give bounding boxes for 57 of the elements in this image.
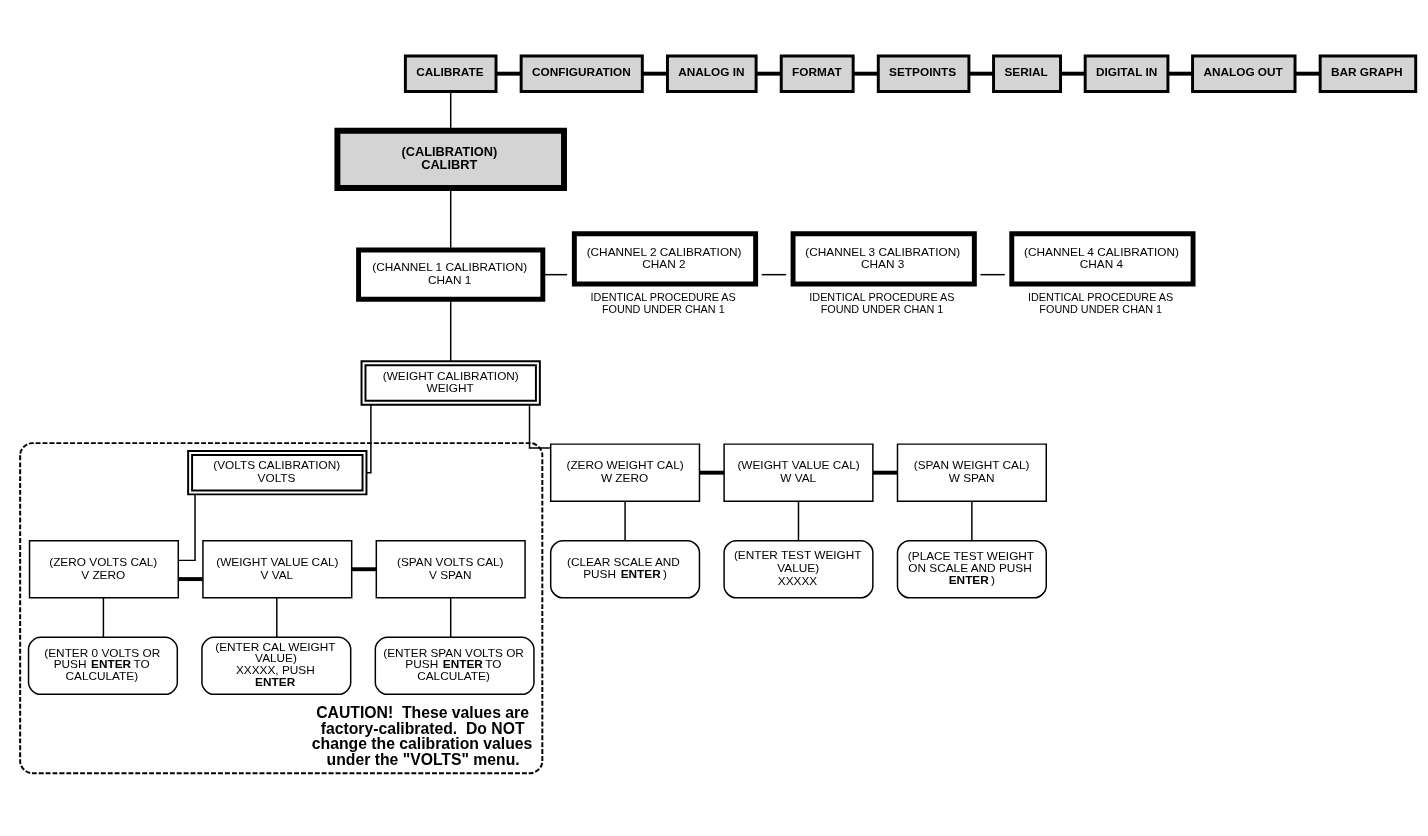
node-box: (WEIGHT VALUE CAL) W VAL bbox=[723, 442, 874, 502]
node-box: (ENTER CAL WEIGHT VALUE) XXXXX, PUSH ENTER bbox=[201, 636, 352, 695]
node-box: BAR GRAPH bbox=[1318, 53, 1418, 93]
node-box: SETPOINTS bbox=[876, 53, 971, 93]
connector bbox=[542, 273, 568, 275]
node-box: ANALOG OUT bbox=[1191, 53, 1297, 93]
connector bbox=[1295, 71, 1320, 76]
node-box: (SPAN VOLTS CAL) V SPAN bbox=[375, 539, 526, 599]
node-label: IDENTICAL PROCEDURE AS FOUND UNDER CHAN 1 bbox=[590, 290, 736, 315]
connector bbox=[449, 90, 452, 131]
connector bbox=[449, 298, 452, 362]
node-box: (ENTER 0 VOLTS OR PUSH ENTER TO CALCULATE) bbox=[27, 636, 179, 695]
connector bbox=[699, 470, 724, 475]
connector bbox=[178, 576, 203, 581]
connector bbox=[853, 71, 878, 76]
connector bbox=[177, 493, 196, 561]
connector bbox=[624, 500, 626, 541]
connector bbox=[449, 596, 452, 638]
node-label: IDENTICAL PROCEDURE AS FOUND UNDER CHAN 1 bbox=[809, 290, 955, 315]
connector bbox=[528, 403, 551, 449]
node-box: (CHANNEL 1 CALIBRATION) CHAN 1 bbox=[356, 247, 546, 302]
connector bbox=[797, 500, 800, 541]
node-box: (VOLTS CALIBRATION) VOLTS bbox=[187, 449, 368, 495]
node-box: (CALIBRATION) CALIBRT bbox=[334, 127, 567, 191]
node-box: (ZERO VOLTS CAL) V ZERO bbox=[28, 539, 180, 599]
connector bbox=[979, 273, 1006, 275]
node-box: (WEIGHT VALUE CAL) V VAL bbox=[202, 539, 353, 599]
node-box: (CLEAR SCALE AND PUSH ENTER) bbox=[549, 539, 701, 599]
connector bbox=[365, 403, 372, 473]
node-box: FORMAT bbox=[779, 53, 855, 93]
connector bbox=[276, 596, 278, 638]
node-box: (SPAN WEIGHT CAL) W SPAN bbox=[896, 442, 1047, 502]
connector bbox=[496, 71, 521, 76]
node-box: CONFIGURATION bbox=[519, 53, 644, 93]
node-box: (ZERO WEIGHT CAL) W ZERO bbox=[549, 442, 701, 502]
connector bbox=[642, 71, 668, 76]
node-box: (ENTER TEST WEIGHT VALUE) XXXXX bbox=[723, 539, 874, 599]
node-box: ANALOG IN bbox=[665, 53, 758, 93]
node-label: IDENTICAL PROCEDURE AS FOUND UNDER CHAN 1 bbox=[1028, 290, 1174, 315]
connector bbox=[760, 273, 787, 275]
node-box: (CHANNEL 3 CALIBRATION) CHAN 3 bbox=[790, 230, 977, 286]
connector bbox=[873, 470, 898, 475]
node-box: (CHANNEL 4 CALIBRATION) CHAN 4 bbox=[1009, 230, 1196, 286]
connector bbox=[351, 566, 377, 571]
connector bbox=[1060, 71, 1085, 76]
node-box: CALIBRATE bbox=[403, 53, 498, 93]
node-box: DIGITAL IN bbox=[1083, 53, 1170, 93]
connector bbox=[968, 71, 994, 76]
connector bbox=[971, 500, 973, 541]
node-box: (WEIGHT CALIBRATION) WEIGHT bbox=[360, 359, 541, 406]
node-box: (ENTER SPAN VOLTS OR PUSH ENTER TO CALCULATE) bbox=[374, 636, 535, 695]
connector bbox=[756, 71, 782, 76]
node-box: (CHANNEL 2 CALIBRATION) CHAN 2 bbox=[571, 230, 759, 286]
node-box: (PLACE TEST WEIGHT ON SCALE AND PUSH ENTER) bbox=[896, 539, 1047, 599]
connector bbox=[1168, 71, 1193, 76]
node-box: SERIAL bbox=[992, 53, 1063, 93]
connector bbox=[102, 596, 105, 638]
